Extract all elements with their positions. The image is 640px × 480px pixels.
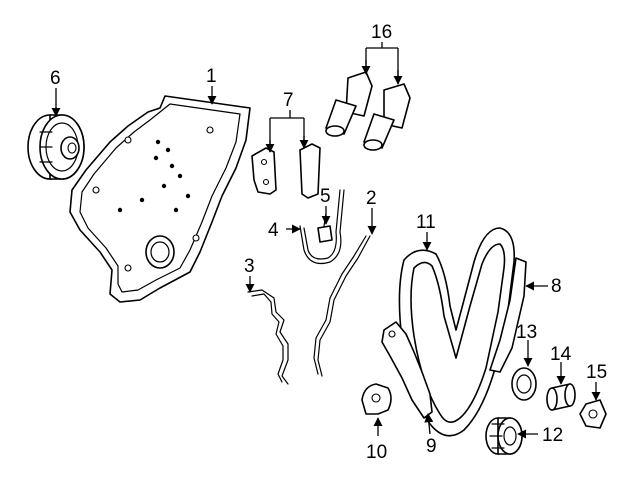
tensioner-arm-part [381, 321, 433, 419]
timing-chain-part [398, 227, 516, 437]
callout-11: 11 [416, 212, 436, 233]
callout-4: 4 [268, 220, 279, 241]
crankshaft-pulley-part [27, 114, 85, 180]
callout-2: 2 [366, 188, 377, 209]
leader-lines [51, 42, 601, 439]
callout-16: 16 [371, 22, 392, 43]
callout-9: 9 [426, 436, 437, 457]
callout-7: 7 [283, 90, 294, 111]
seal-plate-part [579, 399, 607, 429]
hose-part [299, 189, 345, 265]
callout-1: 1 [206, 66, 217, 87]
callout-3: 3 [244, 256, 255, 277]
crank-sprocket-part [485, 417, 523, 455]
callout-10: 10 [366, 442, 387, 463]
callout-5: 5 [320, 186, 331, 207]
callout-8: 8 [551, 276, 562, 297]
timing-cover-part [69, 95, 251, 303]
gasket-right-part [313, 235, 371, 377]
callout-15: 15 [586, 362, 607, 383]
sensor-part [317, 213, 333, 243]
callout-14: 14 [550, 344, 572, 365]
callout-12: 12 [542, 425, 563, 446]
idler-pulley-part [511, 367, 537, 401]
callout-6: 6 [50, 68, 61, 89]
gasket-left-part [247, 289, 289, 385]
right-chain-guide-part [489, 257, 527, 373]
chain-guides-part [251, 143, 321, 199]
bearing-part [546, 383, 576, 411]
tensioner-part [361, 383, 392, 415]
callout-13: 13 [516, 322, 537, 343]
